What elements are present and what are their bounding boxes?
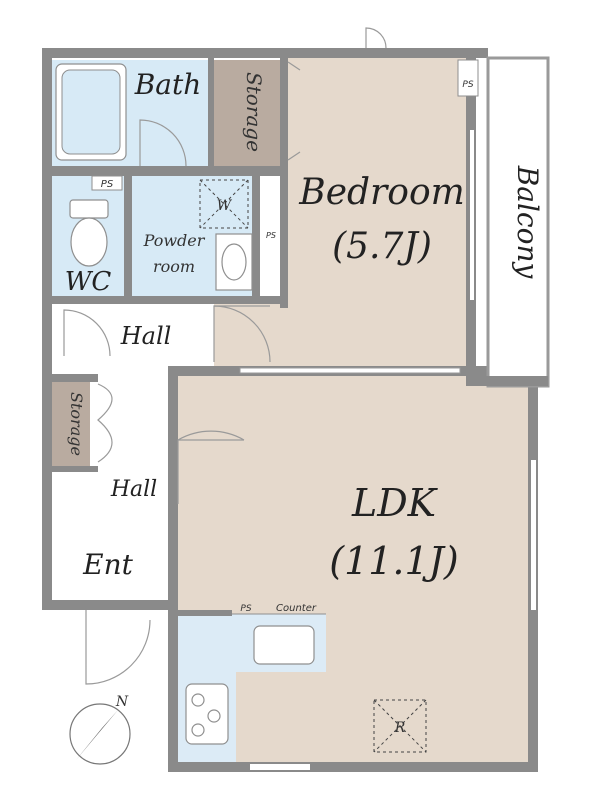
- bathtub-inner: [61, 69, 121, 155]
- storage-top-label: Storage: [242, 72, 266, 152]
- washer-cross-1: [199, 179, 249, 229]
- fridge-space: [373, 699, 427, 753]
- bedroom-label: Bedroom: [298, 172, 465, 213]
- wall-balcony-bottom: [466, 376, 548, 386]
- ps-kitchen-label: PS: [240, 604, 251, 614]
- powder-room-label-2: room: [153, 257, 195, 276]
- washer-label: W: [217, 198, 233, 214]
- hall-upper-label: Hall: [120, 322, 172, 350]
- entrance-door: [85, 610, 151, 685]
- bath-label: Bath: [134, 68, 202, 101]
- ps-box-bedroom: [457, 59, 479, 97]
- wall-entrance-bottom: [42, 600, 178, 610]
- north-label: N: [115, 694, 129, 710]
- burner-1: [191, 693, 205, 707]
- toilet-bowl: [70, 217, 108, 267]
- wall-storage-bedroom: [280, 58, 288, 308]
- ent-label: Ent: [82, 548, 133, 581]
- compass-circle: [69, 703, 131, 765]
- ldk-door: [177, 430, 245, 504]
- ps-side-label: PS: [266, 231, 276, 240]
- balcony-label: Balcony: [511, 165, 544, 280]
- window-ldk-bottom: [250, 764, 310, 770]
- north-compass: N: [69, 694, 131, 765]
- ps-box-wc: [91, 175, 123, 191]
- bath-door: [139, 119, 187, 167]
- storage-left-floor: [52, 382, 90, 466]
- counter-label: Counter: [276, 603, 317, 614]
- window-balcony: [470, 130, 474, 300]
- storage-top-floor: [214, 60, 280, 166]
- wall-kitchen-top: [168, 610, 232, 616]
- burner-2: [207, 709, 221, 723]
- compass-needle: [76, 710, 118, 760]
- wall-hall-storage: [42, 374, 98, 382]
- ps-wc-label: PS: [101, 179, 114, 190]
- balcony-area: [486, 56, 550, 388]
- wall-powder-right: [252, 176, 260, 300]
- wall-bath-storage: [208, 58, 214, 168]
- toilet-tank: [69, 199, 109, 219]
- storage-left-door: [97, 383, 113, 463]
- wc-label: WC: [65, 267, 112, 297]
- fridge-cross-2: [373, 699, 427, 753]
- wall-wc-bottom: [42, 296, 288, 304]
- hall-lower-label: Hall: [110, 477, 157, 502]
- washer-cross-2: [199, 179, 249, 229]
- wall-left: [42, 48, 52, 610]
- ldk-label: LDK: [351, 481, 439, 525]
- wall-wc-powder: [124, 176, 132, 300]
- bedroom-size-label: (5.7J): [332, 226, 432, 267]
- hall-upper-door: [63, 309, 111, 357]
- storage-left-label: Storage: [67, 392, 86, 456]
- powder-room-label-1: Powder: [143, 231, 206, 250]
- wall-top: [42, 48, 488, 58]
- bedroom-floor-lower: [214, 300, 466, 370]
- washbasin-bowl: [221, 243, 247, 281]
- top-exterior-door: [365, 27, 387, 49]
- wall-ldk-left: [168, 366, 178, 772]
- burner-3: [191, 723, 205, 737]
- window-bedroom: [239, 367, 461, 374]
- kitchen-sink: [253, 625, 315, 665]
- stove: [185, 683, 229, 745]
- fridge-label: R: [394, 720, 406, 736]
- window-ldk-right: [531, 460, 536, 610]
- ldk-size-label: (11.1J): [329, 539, 459, 583]
- storage-top-door: [287, 61, 301, 161]
- washer-space: [199, 179, 249, 229]
- wall-bottom: [168, 762, 538, 772]
- wall-storage-bottom: [42, 466, 98, 472]
- ps-top-label: PS: [462, 80, 473, 90]
- wall-bath-bottom: [42, 166, 288, 176]
